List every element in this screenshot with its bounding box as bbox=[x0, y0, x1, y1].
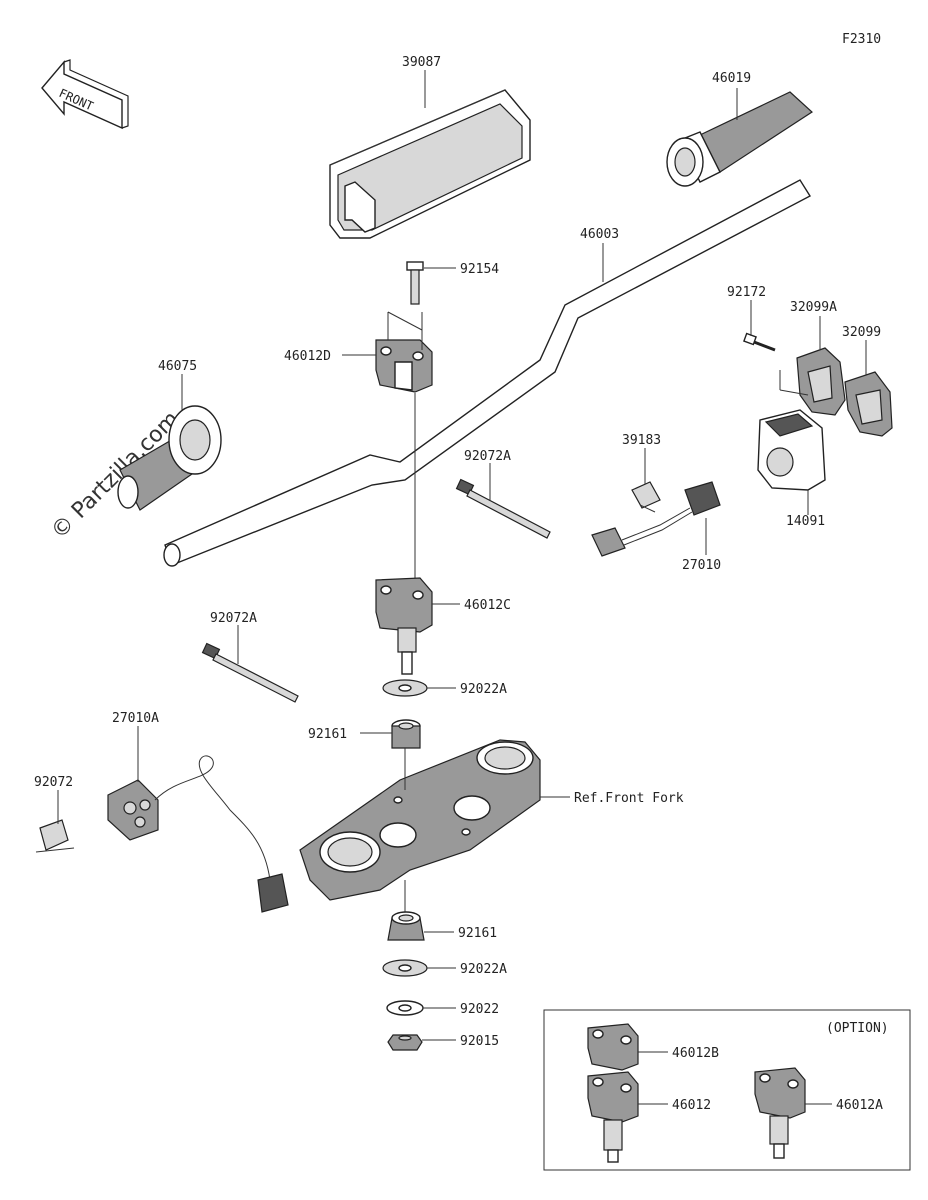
label-27010: 27010 bbox=[682, 558, 721, 573]
label-14091: 14091 bbox=[786, 514, 825, 529]
clip-39183 bbox=[631, 481, 661, 513]
label-92022A-upper: 92022A bbox=[460, 682, 507, 697]
washer-92022A-upper bbox=[382, 679, 428, 697]
holder-lower-46012C bbox=[375, 577, 433, 675]
nut-92015 bbox=[387, 1034, 423, 1051]
washer-92022A-lower bbox=[382, 959, 428, 977]
cover-14091 bbox=[757, 409, 826, 491]
damper-92161-upper bbox=[391, 719, 421, 749]
label-92022: 92022 bbox=[460, 1002, 499, 1017]
option-box bbox=[543, 1009, 911, 1171]
damper-92161-lower bbox=[387, 911, 425, 941]
screw-92172 bbox=[743, 332, 776, 352]
label-32099: 32099 bbox=[842, 325, 881, 340]
cable-tie-92072A-lower bbox=[201, 642, 299, 703]
label-46012C: 46012C bbox=[464, 598, 511, 613]
holder-46012 bbox=[587, 1071, 639, 1163]
washer-92022 bbox=[386, 1000, 424, 1016]
label-39183: 39183 bbox=[622, 433, 661, 448]
cable-tie-92072A-upper bbox=[455, 478, 551, 539]
label-92072A-lower: 92072A bbox=[210, 611, 257, 626]
label-46075: 46075 bbox=[158, 359, 197, 374]
diagram-code: F2310 bbox=[842, 32, 881, 47]
holder-upper-46012D bbox=[375, 339, 433, 393]
switch-27010 bbox=[591, 481, 721, 557]
label-92161-upper: 92161 bbox=[308, 727, 347, 742]
label-92072A-upper: 92072A bbox=[464, 449, 511, 464]
throttle-grip bbox=[666, 91, 813, 187]
label-39087: 39087 bbox=[402, 55, 441, 70]
label-92072: 92072 bbox=[34, 775, 73, 790]
label-92161-lower: 92161 bbox=[458, 926, 497, 941]
label-46019: 46019 bbox=[712, 71, 751, 86]
ref-front-fork-label: Ref.Front Fork bbox=[574, 791, 684, 806]
holder-46012A bbox=[754, 1067, 806, 1159]
handlebar bbox=[163, 179, 811, 567]
label-46003: 46003 bbox=[580, 227, 619, 242]
left-grip bbox=[117, 405, 222, 511]
switch-case-32099 bbox=[844, 371, 893, 437]
label-92015: 92015 bbox=[460, 1034, 499, 1049]
label-92172: 92172 bbox=[727, 285, 766, 300]
label-46012A: 46012A bbox=[836, 1098, 883, 1113]
bolt-92154 bbox=[406, 261, 424, 305]
holder-46012B bbox=[587, 1023, 639, 1071]
label-46012: 46012 bbox=[672, 1098, 711, 1113]
label-92154: 92154 bbox=[460, 262, 499, 277]
switch-27010A bbox=[107, 755, 289, 913]
triple-clamp bbox=[299, 739, 541, 901]
label-92022A-lower: 92022A bbox=[460, 962, 507, 977]
handlebar-pad bbox=[329, 89, 531, 239]
clip-92072 bbox=[35, 819, 75, 853]
label-46012D: 46012D bbox=[284, 349, 331, 364]
front-arrow-icon: FRONT bbox=[41, 59, 129, 130]
option-label: (OPTION) bbox=[826, 1021, 889, 1036]
label-27010A: 27010A bbox=[112, 711, 159, 726]
switch-case-32099A bbox=[796, 347, 846, 416]
label-32099A: 32099A bbox=[790, 300, 837, 315]
label-46012B: 46012B bbox=[672, 1046, 719, 1061]
